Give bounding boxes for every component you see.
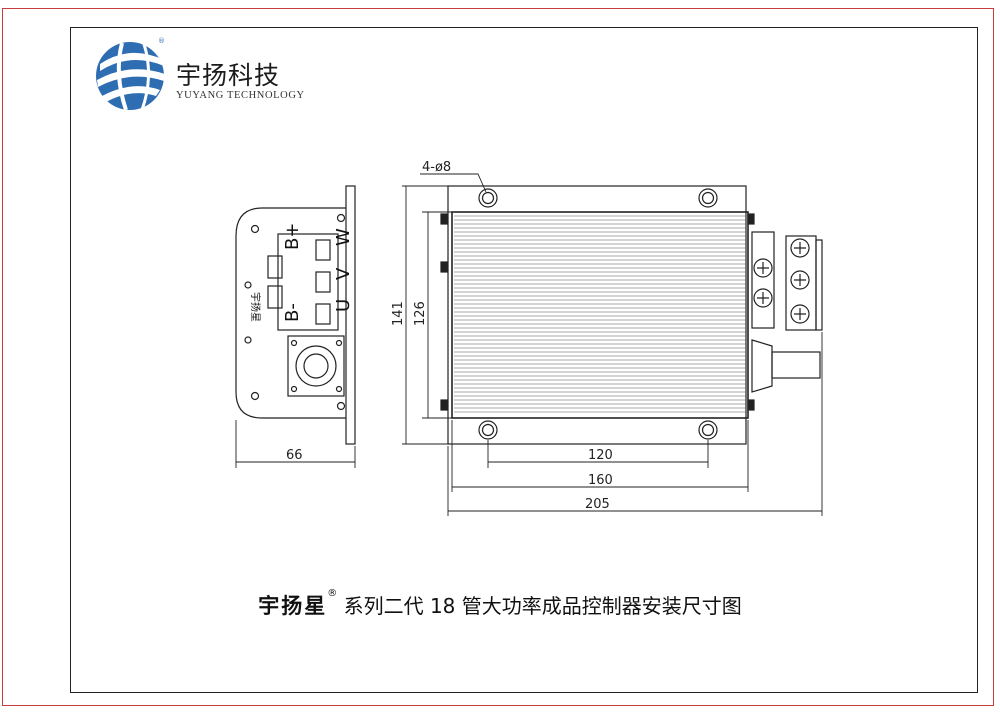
dim-height-total [402,185,448,445]
drawing-frame [70,27,978,693]
terminal-tab-4 [315,271,331,293]
dim-hole-spacing [487,440,709,468]
terminal-tab-5 [315,303,331,325]
globe-logo-icon: ® [96,37,165,111]
heatsink-body [451,211,749,419]
front-view [440,185,823,445]
drawing-caption: 宇扬星® 系列二代 18 管大功率成品控制器安装尺寸图 [0,588,1000,620]
side-flange [345,185,356,445]
caption-brand: 宇扬星 [258,594,328,618]
dim-126-label: 126 [413,301,428,326]
front-flange [447,185,747,445]
brand-name-en: YUYANG TECHNOLOGY [176,90,305,101]
terminal-label-b-minus: B- [282,303,303,322]
hole-note: 4-ø8 [422,160,451,175]
side-brand-text: 宇扬星 [249,292,262,322]
dim-body-width [451,420,749,492]
terminal-label-w: W [333,228,354,246]
side-screws [244,213,346,411]
terminal-tab-2 [267,285,283,309]
side-view [235,185,356,445]
connector-housing [287,335,345,397]
dim-height-body [422,211,452,419]
terminal-tab-1 [267,255,283,279]
terminal-block [277,233,339,331]
heatsink-fins [454,215,746,413]
dim-overall-width [447,332,823,516]
terminal-tab-3 [315,239,331,261]
mounting-holes [478,188,718,440]
dim-160-label: 160 [588,473,613,488]
terminal-label-v: V [333,267,354,280]
outer-border [2,8,994,706]
dim-120-label: 120 [588,448,613,463]
caption-registered-mark: ® [327,588,338,599]
dimension-lines [235,173,823,516]
connector-pin [303,353,329,379]
terminal-label-b-plus: B+ [282,223,303,250]
connector-ring [295,345,337,387]
dim-66-label: 66 [286,448,303,463]
logo-registered-mark: ® [158,37,165,45]
terminal-label-u: U [333,299,354,312]
terminal-posts [751,231,823,331]
side-body [235,207,346,419]
caption-text: 系列二代 18 管大功率成品控制器安装尺寸图 [343,594,742,618]
dim-205-label: 205 [585,497,610,512]
dim-side-width [235,420,356,468]
hole-leader [420,173,487,193]
dim-141-label: 141 [391,301,406,326]
cable-gland [751,339,821,393]
brand-name-cn: 宇扬科技 [176,61,281,90]
